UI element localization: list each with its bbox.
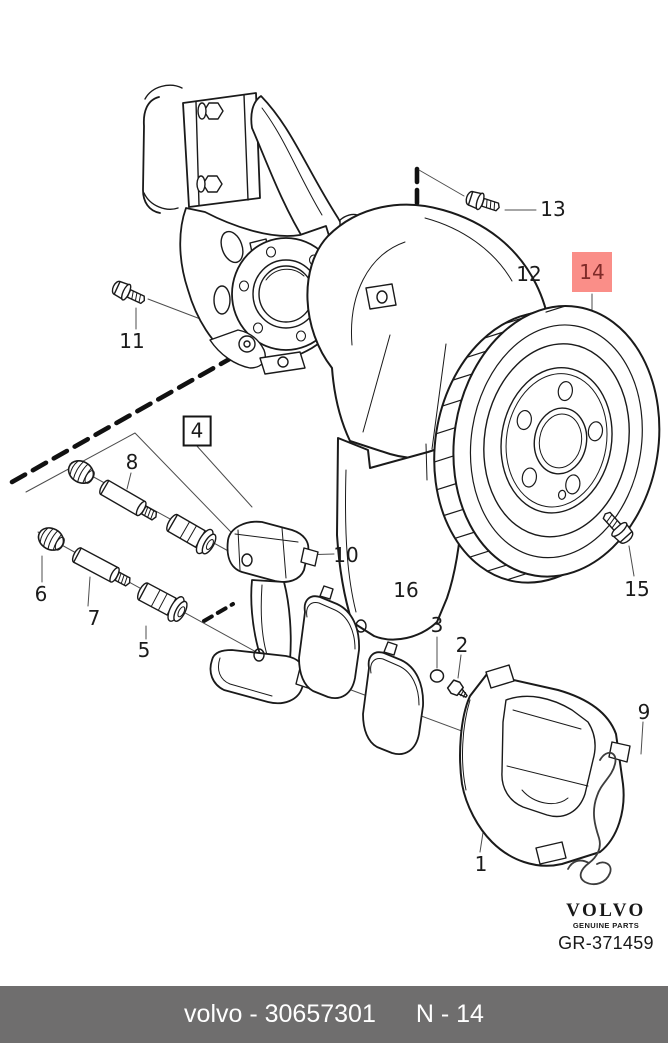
- clamp-bolt-upper: [197, 102, 224, 120]
- guide-pin-8-drawing: [99, 479, 158, 521]
- genuine-parts-tagline: GENUINE PARTS: [572, 921, 640, 930]
- spring-clip-drawing: [567, 751, 617, 886]
- callout-4[interactable]: 4: [182, 415, 212, 447]
- guide-sleeve-5-drawing: [136, 582, 188, 622]
- brand-block: VOLVO GENUINE PARTS GR-371459: [558, 900, 654, 954]
- bleed-screw-2-drawing: [446, 679, 468, 698]
- footer-bar: volvo - 30657301 N - 14: [0, 986, 668, 1043]
- guide-sleeve-upper-drawing: [166, 513, 217, 555]
- callout-10[interactable]: 10: [333, 543, 359, 567]
- footer-part-number: volvo - 30657301: [184, 1000, 376, 1028]
- callout-6[interactable]: 6: [34, 582, 48, 606]
- callout-15[interactable]: 15: [624, 577, 650, 601]
- callout-2[interactable]: 2: [455, 633, 469, 657]
- callout-16[interactable]: 16: [393, 578, 419, 602]
- exploded-parts-diagram: [9, 84, 661, 886]
- figure-code: GR-371459: [558, 933, 654, 953]
- bolt-15-drawing: [602, 511, 634, 544]
- bolt-13-drawing: [465, 190, 500, 212]
- brake-pads-drawing: [298, 585, 424, 755]
- cap-3-drawing: [429, 669, 445, 683]
- bolt-11-drawing: [111, 280, 146, 305]
- brake-caliper-drawing: [459, 664, 631, 867]
- guide-pin-7-drawing: [71, 547, 131, 587]
- volvo-logo: VOLVO: [566, 900, 646, 921]
- brake-disc-drawing: [433, 305, 661, 584]
- callout-1[interactable]: 1: [474, 852, 488, 876]
- callout-9[interactable]: 9: [637, 700, 651, 724]
- footer-page-ref: N - 14: [415, 1000, 484, 1028]
- callout-5[interactable]: 5: [137, 638, 151, 662]
- callout-14[interactable]: 14: [572, 252, 612, 292]
- callout-11[interactable]: 11: [119, 329, 145, 353]
- callout-3[interactable]: 3: [430, 613, 444, 637]
- clamp-bolt-lower: [196, 175, 223, 193]
- callout-8[interactable]: 8: [125, 450, 139, 474]
- callout-13[interactable]: 13: [540, 197, 566, 221]
- guide-pin-cap-upper-drawing: [67, 460, 95, 484]
- callout-7[interactable]: 7: [87, 606, 101, 630]
- callout-12[interactable]: 12: [516, 262, 542, 286]
- guide-pin-cap-6-drawing: [37, 527, 65, 551]
